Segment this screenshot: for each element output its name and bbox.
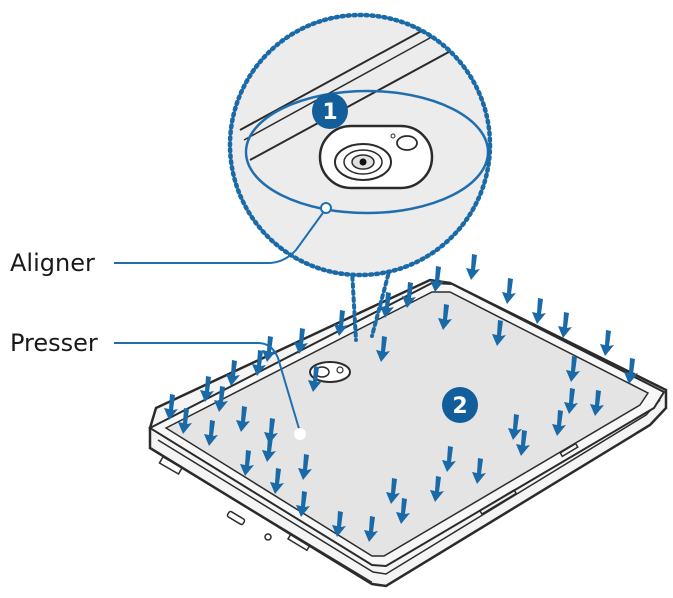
zoom-detail: 1 <box>230 10 490 275</box>
arrow-down-icon <box>600 330 614 356</box>
arrow-down-icon <box>502 278 516 304</box>
arrow-down-icon <box>532 298 546 324</box>
aligner-label: Aligner <box>10 249 95 277</box>
step-1-number: 1 <box>322 100 337 125</box>
device-body <box>150 280 666 586</box>
arrow-down-icon <box>558 312 572 338</box>
step-2-number: 2 <box>452 394 467 419</box>
presser-label: Presser <box>10 329 98 357</box>
arrow-down-icon <box>466 254 480 280</box>
zoom-camera-icon <box>320 126 432 188</box>
